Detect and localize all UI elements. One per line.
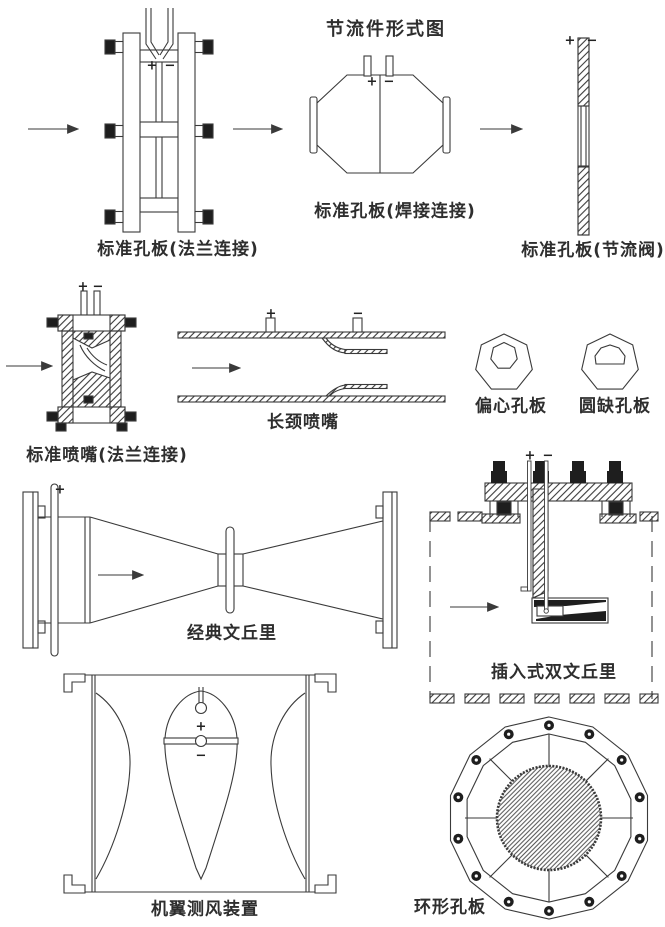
- mounting-flange: [484, 482, 633, 502]
- flange-bolts: [104, 39, 214, 225]
- plus-sign: +: [146, 58, 158, 74]
- pressure-tap-tube: [50, 483, 59, 657]
- side-airfoil: [270, 692, 306, 880]
- label-welded-orifice: 标准孔板(焊接连接): [314, 201, 476, 222]
- side-airfoil: [95, 692, 131, 880]
- minus-sign: −: [92, 279, 104, 295]
- label-eccentric-orifice: 偏心孔板: [475, 396, 547, 417]
- minus-sign: −: [542, 448, 554, 464]
- minus-sign: −: [164, 58, 176, 74]
- flow-arrows: [6, 124, 524, 612]
- label-standard-nozzle: 标准喷嘴(法兰连接): [26, 445, 188, 466]
- pressure-tap-tube: [352, 317, 363, 333]
- standard-nozzle-drawing: [46, 290, 137, 432]
- insertion-venturi-drawing: [429, 460, 659, 704]
- minus-sign: −: [195, 748, 207, 764]
- minus-sign: −: [383, 74, 395, 90]
- rim-bolts: [453, 720, 645, 916]
- corner-bracket: [63, 673, 86, 693]
- minus-sign: −: [586, 33, 598, 49]
- pressure-tap-tube: [93, 290, 101, 316]
- segmental-orifice-drawing: [581, 333, 639, 390]
- label-segmental-orifice: 圆缺孔板: [579, 396, 651, 417]
- annular-orifice-drawing: [449, 716, 649, 920]
- plus-sign: +: [366, 74, 378, 90]
- eccentric-orifice-drawing: [475, 333, 533, 390]
- diagram-title: 节流件形式图: [326, 19, 446, 40]
- tap-port: [194, 701, 208, 715]
- label-throttle-orifice: 标准孔板(节流阀): [521, 240, 665, 261]
- pressure-tap-tube: [385, 55, 394, 77]
- classic-venturi-drawing: [22, 483, 398, 657]
- throttle-orifice-drawing: [577, 37, 590, 236]
- pressure-tap-tube: [363, 55, 372, 77]
- pipe-wall: [429, 511, 659, 704]
- welded-orifice-drawing: [309, 55, 451, 174]
- plus-sign: +: [195, 719, 207, 735]
- label-long-neck-nozzle: 长颈喷嘴: [267, 412, 339, 433]
- long-neck-nozzle-drawing: [177, 317, 446, 403]
- corner-bracket: [314, 673, 337, 693]
- corner-bracket: [314, 874, 337, 894]
- label-insertion-venturi: 插入式双文丘里: [491, 662, 617, 683]
- label-classic-venturi: 经典文丘里: [187, 623, 277, 644]
- plus-sign: +: [265, 306, 277, 322]
- center-disc: [495, 764, 603, 872]
- pressure-tap-tube: [527, 460, 532, 592]
- airfoil-drawing: [63, 673, 337, 894]
- nozzle-profile: [79, 344, 108, 372]
- plus-sign: +: [54, 482, 66, 498]
- flange-bolts: [491, 461, 623, 483]
- pressure-tap-tube: [225, 526, 235, 614]
- pressure-tap-tube: [265, 317, 276, 333]
- flange-orifice-drawing: [104, 8, 214, 233]
- label-annular-orifice: 环形孔板: [414, 897, 486, 918]
- plus-sign: +: [524, 448, 536, 464]
- corner-bracket: [63, 874, 86, 894]
- minus-sign: −: [352, 306, 364, 322]
- plus-sign: +: [564, 33, 576, 49]
- pressure-tap-tube: [80, 290, 88, 316]
- plus-sign: +: [77, 279, 89, 295]
- spokes: [465, 734, 633, 902]
- pressure-tap-tubes: [145, 8, 174, 60]
- tap-port: [194, 734, 208, 748]
- pressure-tap-tube: [544, 460, 549, 611]
- label-flange-orifice: 标准孔板(法兰连接): [97, 239, 259, 260]
- label-airfoil-device: 机翼测风装置: [151, 899, 259, 920]
